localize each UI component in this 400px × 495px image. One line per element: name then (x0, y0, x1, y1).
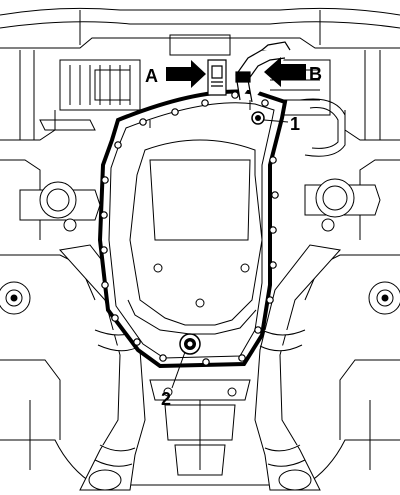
drain-plug (179, 333, 201, 355)
left-subframe-mount (0, 281, 31, 315)
left-mount-boss (19, 181, 101, 232)
callout-label-a: A (145, 66, 158, 86)
oil-pan (97, 89, 288, 369)
pan-bolts (100, 91, 279, 366)
right-mount-boss (304, 178, 381, 232)
right-exhaust-pipe (254, 244, 341, 491)
arrow-b (264, 57, 306, 87)
connector-b-hose (235, 41, 291, 103)
callout-label-b: B (309, 64, 322, 84)
right-subframe-mount (368, 281, 400, 315)
callout-label-1: 1 (290, 114, 300, 134)
oil-sensor-bolt (251, 111, 265, 125)
leader-lines (171, 119, 289, 389)
arrow-a (166, 60, 206, 88)
lower-center-components (149, 379, 251, 476)
connector-a (207, 59, 227, 96)
callout-label-2: 2 (161, 389, 171, 409)
